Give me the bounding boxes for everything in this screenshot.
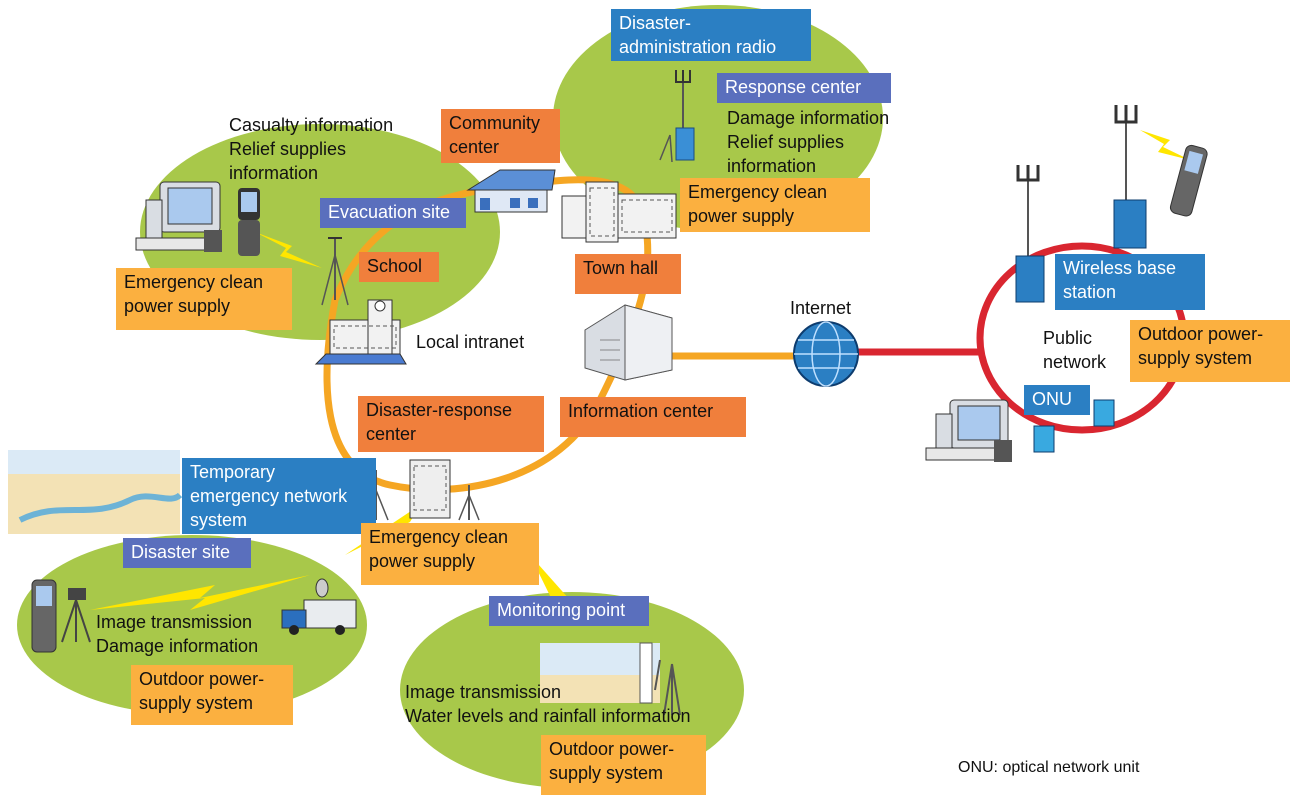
disaster-site-label: Disaster site <box>123 538 251 568</box>
disaster-response-center-icon <box>409 459 451 519</box>
onu-note: ONU: optical network unit <box>958 759 1140 776</box>
onu-label: ONU <box>1024 385 1090 415</box>
monitoring-photo <box>540 642 681 716</box>
radio-antenna-icon <box>659 70 695 163</box>
monitoring-point-label: Monitoring point <box>489 596 649 626</box>
emergency-power-label: Emergency clean power supply <box>361 523 539 585</box>
local-intranet-label: Local intranet <box>416 332 525 352</box>
house-icon <box>466 169 556 213</box>
lightning-mobile <box>1140 130 1190 160</box>
mobile-phone-icon <box>238 188 260 256</box>
lightning-disaster <box>90 575 310 610</box>
globe-icon <box>793 321 859 387</box>
landscape-photo <box>8 450 183 534</box>
base-station-tower-icon <box>1015 165 1045 303</box>
onu-device-icon <box>1033 399 1115 453</box>
temporary-network-label: Temporary emergency network system <box>182 458 376 534</box>
response-center-area <box>553 5 883 231</box>
response-center-label: Response center <box>717 73 891 103</box>
evacuation-antenna-icon <box>321 237 349 306</box>
outdoor-power-label: Outdoor power- supply system <box>131 665 293 725</box>
outdoor-power-label: Outdoor power- supply system <box>1130 320 1290 382</box>
town-hall-label: Town hall <box>575 254 681 294</box>
public-network-label: Public network <box>1043 328 1107 372</box>
mobile-phone-icon <box>31 579 57 653</box>
base-station-tower-icon <box>1113 105 1147 249</box>
link-center-monitoring <box>530 555 570 606</box>
mobile-phone-icon <box>1169 144 1208 217</box>
community-center-label: Community center <box>441 109 560 163</box>
town-hall-icon <box>561 181 677 243</box>
computer-icon <box>925 399 1012 462</box>
emergency-power-label: Emergency clean power supply <box>680 178 870 232</box>
computer-icon <box>135 181 222 252</box>
wireless-base-station-label: Wireless base station <box>1055 254 1205 310</box>
disaster-admin-radio-label: Disaster- administration radio <box>611 9 811 61</box>
school-label: School <box>359 252 439 282</box>
casualty-info: Casualty information Relief supplies inf… <box>229 115 394 183</box>
outdoor-power-label: Outdoor power- supply system <box>541 735 706 795</box>
relay-truck-icon <box>281 578 357 635</box>
camera-tripod-icon <box>61 588 91 643</box>
disaster-site-info: Image transmission Damage information <box>96 612 259 656</box>
monitoring-info: Image transmission Water levels and rain… <box>405 682 691 726</box>
school-icon <box>314 299 407 365</box>
information-center-label: Information center <box>560 397 746 437</box>
information-center-icon <box>584 304 673 381</box>
internet-label: Internet <box>790 298 852 318</box>
emergency-power-label: Emergency clean power supply <box>116 268 292 330</box>
response-center-info: Damage information Relief supplies infor… <box>727 108 890 176</box>
evacuation-site-label: Evacuation site <box>320 198 466 228</box>
disaster-response-center-label: Disaster-response center <box>358 396 544 452</box>
